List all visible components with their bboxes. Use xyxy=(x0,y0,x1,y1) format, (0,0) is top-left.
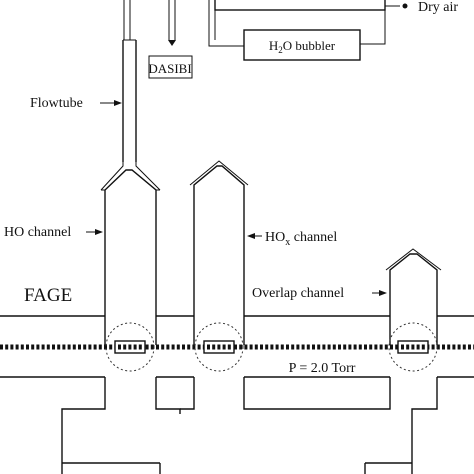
flowtube-label: Flowtube xyxy=(30,96,83,111)
hox-channel-arrow-icon xyxy=(247,233,255,239)
flowtube-label-group: Flowtube xyxy=(30,96,122,111)
overlap-channel-label: Overlap channel xyxy=(252,286,344,301)
dasibi-line xyxy=(168,0,176,46)
dasibi-label: DASIBI xyxy=(148,61,191,76)
dasibi-box: DASIBI xyxy=(148,55,193,79)
overlap-channel-arrow-icon xyxy=(379,290,387,296)
overlap-channel xyxy=(385,248,442,345)
overlap-channel-label-group: Overlap channel xyxy=(252,286,387,301)
h2o-bubbler-label: H2O bubbler xyxy=(269,38,336,55)
detection-zone-ho xyxy=(105,322,155,372)
dry-air-label: Dry air xyxy=(418,0,458,15)
ho-channel xyxy=(100,162,161,345)
flowtube-assembly xyxy=(122,0,137,162)
ho-channel-label: HO channel xyxy=(4,225,71,240)
fage-cell-body xyxy=(0,315,474,474)
detection-zone-hox xyxy=(194,322,244,372)
hox-channel xyxy=(189,160,249,345)
ho-channel-arrow-icon xyxy=(95,229,103,235)
hox-channel-label: HOx channel xyxy=(265,230,337,248)
pressure-label: P = 2.0 Torr xyxy=(289,361,356,376)
hox-channel-label-group: HOx channel xyxy=(247,230,337,248)
ho-channel-label-group: HO channel xyxy=(4,225,103,240)
fage-label: FAGE xyxy=(24,285,72,306)
detection-zone-overlap xyxy=(388,322,438,372)
h2o-bubbler-box: H2O bubbler xyxy=(243,29,361,61)
dry-air-feed: Dry air xyxy=(360,0,458,45)
flowtube-arrow-icon xyxy=(114,100,122,106)
